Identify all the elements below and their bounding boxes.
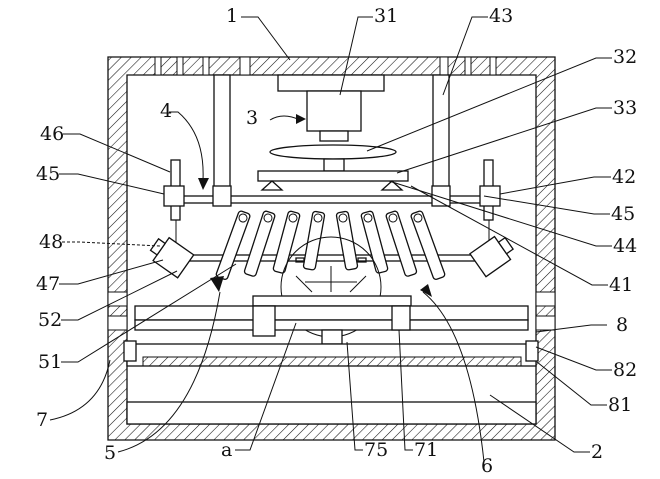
label-45-right: 45 <box>611 203 635 225</box>
label-47: 47 <box>36 273 60 295</box>
worktable <box>134 295 529 345</box>
label-1: 1 <box>226 5 238 27</box>
label-3: 3 <box>246 107 258 129</box>
label-2: 2 <box>591 441 603 463</box>
label-81: 81 <box>608 394 632 416</box>
motor-mount <box>277 74 385 92</box>
label-41: 41 <box>609 274 633 296</box>
nozzles <box>149 235 515 279</box>
label-44: 44 <box>613 235 637 257</box>
label-45-left: 45 <box>36 163 60 185</box>
reference-labels: 1 31 43 32 3 4 33 46 45 42 45 44 48 47 4… <box>36 5 637 477</box>
label-8: 8 <box>616 314 628 336</box>
label-48: 48 <box>39 231 63 253</box>
leader-lines <box>49 16 612 463</box>
motor-31 <box>306 90 362 132</box>
right-slider-82 <box>525 340 539 362</box>
label-33: 33 <box>613 97 637 119</box>
label-31: 31 <box>374 5 398 27</box>
plate-33 <box>257 170 409 182</box>
guide-rails <box>167 185 499 262</box>
table-top-71 <box>252 295 412 307</box>
table-rail-8 <box>134 305 529 321</box>
label-7: 7 <box>36 409 48 431</box>
label-a: a <box>221 439 232 461</box>
slider-45-left <box>163 185 185 207</box>
label-5: 5 <box>104 442 116 464</box>
label-6: 6 <box>481 455 493 477</box>
label-32: 32 <box>613 46 637 68</box>
left-slider-7 <box>123 340 137 362</box>
label-42: 42 <box>612 166 636 188</box>
base-plate-2 <box>126 401 537 425</box>
slider-45-right <box>479 185 501 207</box>
lower-rack <box>123 340 539 425</box>
label-75: 75 <box>364 439 388 461</box>
vertical-rods <box>213 74 450 206</box>
label-52: 52 <box>38 309 62 331</box>
label-82: 82 <box>613 359 637 381</box>
side-posts <box>163 159 501 248</box>
label-46: 46 <box>40 123 64 145</box>
housing <box>107 56 556 441</box>
label-4: 4 <box>160 100 172 122</box>
label-71: 71 <box>414 439 438 461</box>
upper-plate <box>257 170 409 191</box>
paddle-arms <box>215 210 446 280</box>
label-43: 43 <box>489 5 513 27</box>
rack-teeth <box>142 356 522 367</box>
motor-assembly <box>269 74 397 172</box>
top-vents <box>154 56 497 76</box>
table-post-75 <box>321 329 343 345</box>
label-51: 51 <box>38 351 62 373</box>
